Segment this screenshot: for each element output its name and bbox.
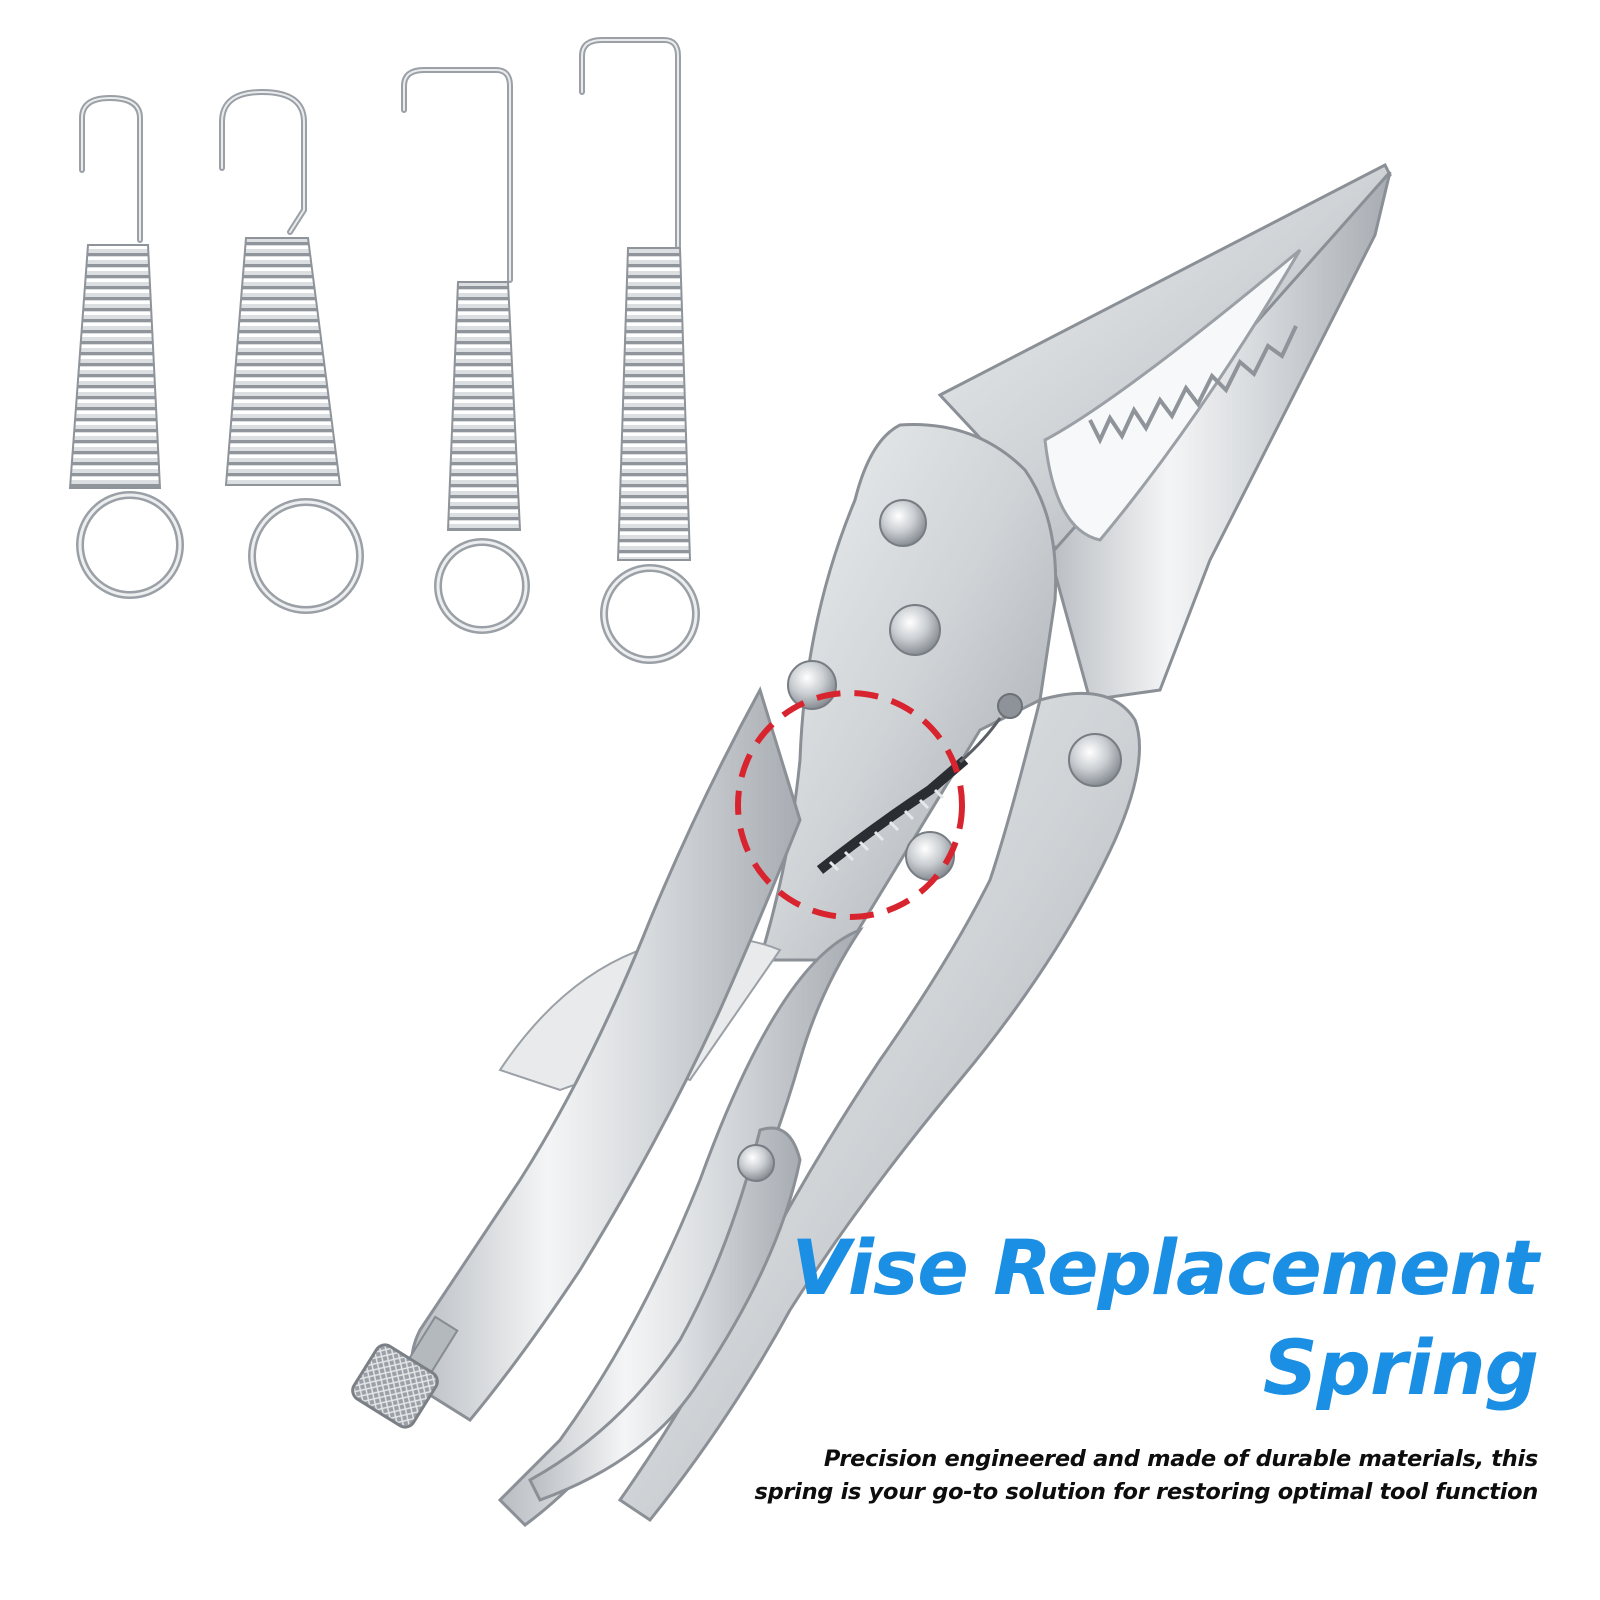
spring-3-icon <box>401 67 530 634</box>
headline-line-1: Vise Replacement <box>791 1223 1539 1312</box>
locking-pliers-icon <box>351 162 1392 1527</box>
product-description: Precision engineered and made of durable… <box>754 1443 1538 1509</box>
headline: Vise Replacement Spring <box>791 1218 1539 1418</box>
description-line-1: Precision engineered and made of durable… <box>823 1446 1538 1472</box>
spring-2-icon <box>219 88 364 614</box>
spring-4-icon <box>579 37 700 664</box>
highlight-circle <box>735 690 965 920</box>
spring-1-icon <box>68 94 184 599</box>
description-line-2: spring is your go-to solution for restor… <box>754 1479 1538 1505</box>
headline-line-2: Spring <box>1262 1323 1539 1412</box>
